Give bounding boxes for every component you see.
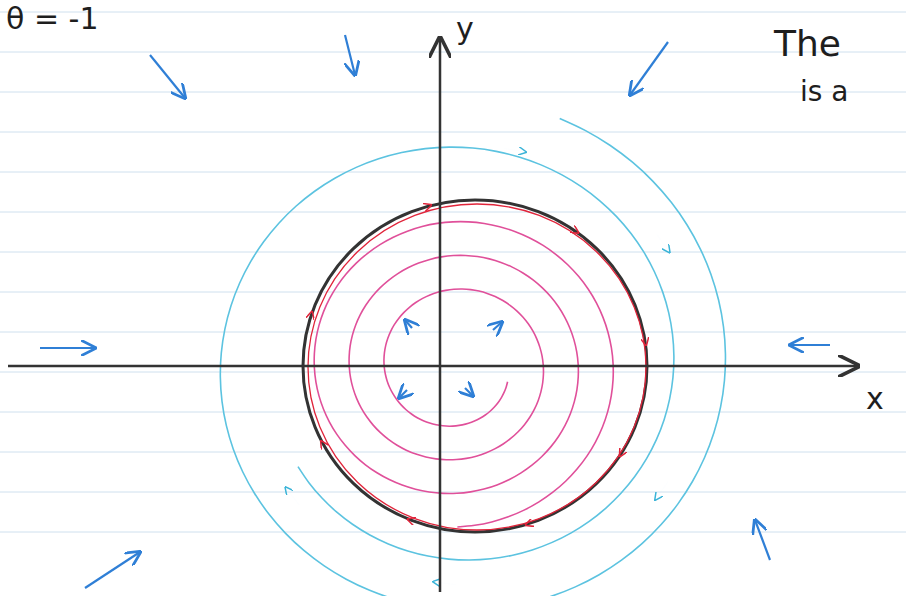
- field-arrow: [465, 388, 473, 396]
- axis-label: y: [456, 14, 474, 44]
- flow-arrow: [528, 517, 547, 524]
- outer-spiral: [220, 118, 725, 596]
- ruled-line: [0, 132, 906, 133]
- flow-arrow: [322, 443, 333, 460]
- ruled-line: [0, 452, 906, 453]
- field-arrow: [40, 347, 95, 349]
- ruled-line: [0, 332, 906, 333]
- flow-arrow: [642, 323, 646, 343]
- field-arrow: [493, 322, 502, 330]
- x-axis: [8, 365, 858, 368]
- field-arrow: [85, 552, 140, 588]
- flow-arrow: [306, 314, 311, 333]
- inner-spiral: [314, 222, 613, 527]
- ruled-line: [0, 252, 906, 253]
- notebook-lines: [0, 12, 906, 532]
- ruled-line: [0, 292, 906, 293]
- parameter-note: θ = -1: [6, 4, 98, 34]
- ruled-line: [0, 372, 906, 373]
- field-arrow: [790, 344, 830, 346]
- ruled-line: [0, 92, 906, 93]
- axes: [8, 38, 858, 592]
- ruled-line: [0, 52, 906, 53]
- axis-label: x: [866, 384, 884, 414]
- ruled-line: [0, 172, 906, 173]
- flow-arrow: [410, 520, 429, 526]
- ruled-line: [0, 212, 906, 213]
- flow-arrow: [621, 437, 631, 454]
- field-arrow: [399, 390, 407, 398]
- note-text: The: [774, 26, 841, 62]
- ruled-line: [0, 412, 906, 413]
- field-arrow: [630, 42, 668, 95]
- flow-arrow: [410, 206, 429, 212]
- flow-arrow: [287, 489, 299, 505]
- flow-arrow: [504, 148, 524, 151]
- field-arrow: [755, 520, 770, 560]
- y-axis: [439, 38, 442, 592]
- field-arrow: [150, 55, 185, 98]
- flow-arrow: [657, 482, 669, 498]
- note-text: is a: [800, 78, 848, 106]
- ruled-line: [0, 12, 906, 13]
- direction-arrows: [40, 35, 830, 588]
- field-arrow: [345, 35, 355, 75]
- trajectories: [220, 118, 725, 596]
- flow-arrow: [559, 221, 576, 232]
- field-arrow: [405, 320, 412, 328]
- flow-arrow: [657, 234, 669, 250]
- ruled-line: [0, 492, 906, 493]
